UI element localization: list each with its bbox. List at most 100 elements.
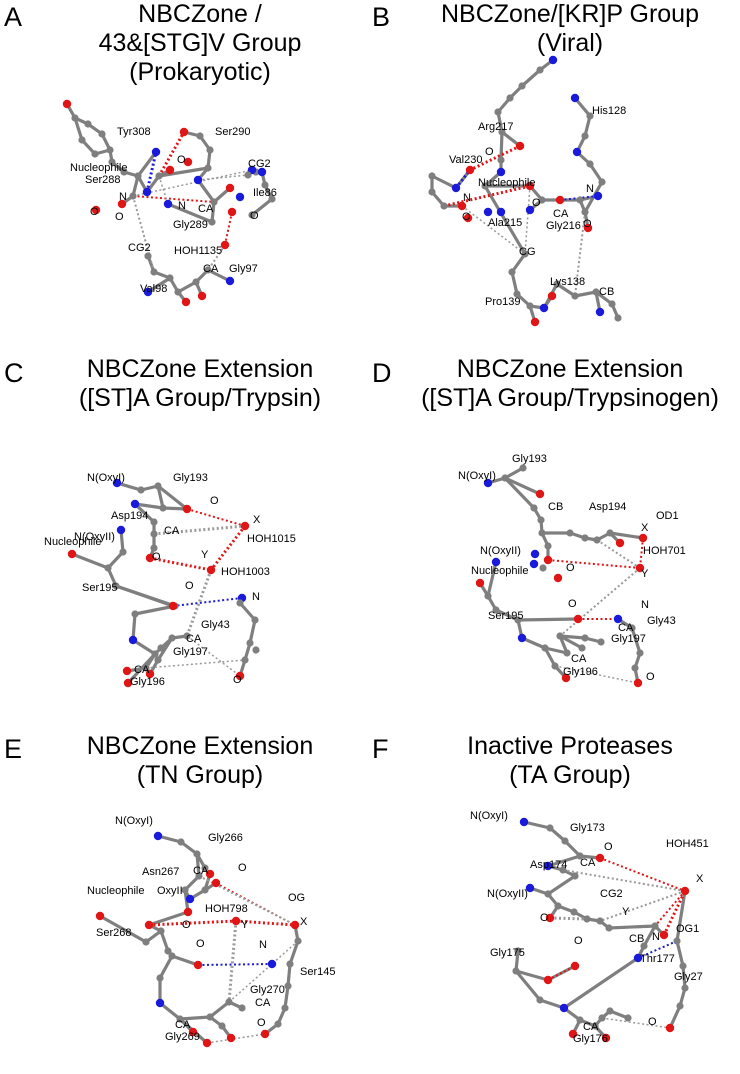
nitrogen-atom (153, 831, 163, 841)
nitrogen-atom (151, 147, 161, 157)
carbon-atom (593, 536, 601, 544)
atom-label: O (540, 912, 549, 924)
oxygen-atom (182, 504, 192, 514)
carbon-atom (134, 172, 142, 180)
atom-label: Thr177 (640, 953, 675, 965)
title-line: (TA Group) (509, 761, 631, 789)
atom-label: O (250, 210, 259, 222)
carbon-atom (539, 564, 547, 572)
panel-f: F Inactive Proteases (TA Group) N(OxyI) … (370, 716, 740, 1074)
covalent-bond (514, 969, 550, 982)
covalent-bond (503, 476, 536, 510)
carbon-atom (530, 504, 538, 512)
oxygen-atom (601, 1033, 611, 1043)
oxygen-atom (260, 1029, 270, 1039)
carbon-atom (137, 486, 145, 494)
oxygen-atom (633, 678, 643, 688)
atom-label: CA (618, 622, 634, 634)
covalent-bond (583, 180, 604, 214)
nitrogen-atom (572, 147, 582, 157)
atom-label: Tyr308 (117, 126, 151, 138)
carbon-atom (274, 1020, 282, 1028)
covalent-bond (630, 626, 642, 655)
panel-b: B NBCZone/[KR]P Group (Viral) His128 Arg… (370, 0, 740, 358)
carbon-atom (84, 120, 92, 128)
oxygen-atom (231, 916, 241, 926)
molecule-structure (62, 99, 276, 307)
carbon-atom (518, 82, 526, 90)
carbon-atom (514, 947, 522, 955)
atom-label: N (252, 591, 260, 603)
atom-label: Asp194 (111, 510, 149, 522)
atom-label: CA (580, 857, 596, 869)
carbon-atom (440, 202, 448, 210)
title-line: ([ST]A Group/Trypsinogen) (421, 384, 719, 412)
covalent-bond (516, 617, 580, 622)
panel-e: E NBCZone Extension (TN Group) N(OxyI) G… (0, 716, 370, 1074)
carbon-atom (563, 649, 571, 657)
covalent-bond (494, 608, 520, 622)
atom-label: HOH1015 (247, 533, 296, 545)
oxygen-atom (183, 907, 193, 917)
atom-label: Lys138 (550, 276, 586, 288)
atom-label: Gly269 (165, 1031, 200, 1043)
atom-label: CA (175, 1019, 191, 1031)
nitrogen-atom (193, 175, 203, 185)
oxygen-atom (530, 317, 540, 327)
atom-label: Nucleophile (70, 162, 128, 174)
carbon-atom (176, 1015, 184, 1023)
carbon-atom (286, 960, 294, 968)
atom-label: CG2 (600, 888, 623, 900)
atom-label: Ser195 (488, 610, 524, 622)
atom-label: N(OxyI) (470, 810, 508, 822)
carbon-atom (581, 534, 589, 542)
panel-letter: E (4, 734, 23, 764)
oxygen-atom (561, 673, 571, 683)
carbon-atom (521, 250, 529, 258)
oxygen-atom (181, 297, 191, 307)
nitrogen-atom (530, 549, 540, 559)
nitrogen-atom (559, 1003, 569, 1013)
atom-label: OD1 (656, 510, 679, 522)
atom-label: CA (134, 664, 150, 676)
atom-label: N (652, 931, 660, 943)
oxygen-atom (123, 678, 133, 688)
covalent-bond (588, 162, 604, 184)
hydrogen-bond (662, 890, 687, 936)
oxygen-atom (165, 165, 175, 175)
oxygen-atom (197, 291, 207, 301)
oxygen-atom (145, 669, 155, 679)
covalent-bond (607, 924, 657, 930)
carbon-atom (192, 278, 200, 286)
nitrogen-atom (483, 478, 493, 488)
atom-label: HOH1003 (221, 566, 270, 578)
oxygen-atom (235, 671, 245, 681)
atom-label: OG (288, 892, 306, 904)
hydrogen-bond (549, 916, 588, 921)
carbon-atom (248, 211, 256, 219)
title-line: NBCZone Extension (86, 732, 314, 760)
atom-label: Ile86 (253, 187, 277, 199)
hydrogen-bond (186, 508, 246, 527)
nitrogen-atom (257, 167, 267, 177)
title-line: NBCZone Extension (456, 355, 684, 383)
carbon-atom (501, 474, 509, 482)
nitrogen-atom (112, 478, 122, 488)
covalent-bond (250, 197, 274, 217)
oxygen-atom (211, 878, 221, 888)
hydrogen-bond (562, 869, 686, 892)
carbon-atom (238, 1004, 246, 1012)
atom-label: O (152, 551, 161, 563)
oxygen-atom (535, 489, 545, 499)
hydrogen-bond (547, 559, 641, 569)
carbon-atom (494, 108, 502, 116)
carbon-atom (225, 998, 233, 1006)
carbon-atom (676, 1002, 684, 1010)
carbon-atom (294, 937, 302, 945)
oxygen-atom (583, 223, 593, 233)
atom-label: Arg217 (478, 121, 514, 133)
panel-title: NBCZone Extension (TN Group) (30, 732, 370, 790)
oxygen-atom (205, 869, 215, 879)
covalent-bond (675, 889, 687, 943)
molecule-structure (67, 478, 260, 688)
